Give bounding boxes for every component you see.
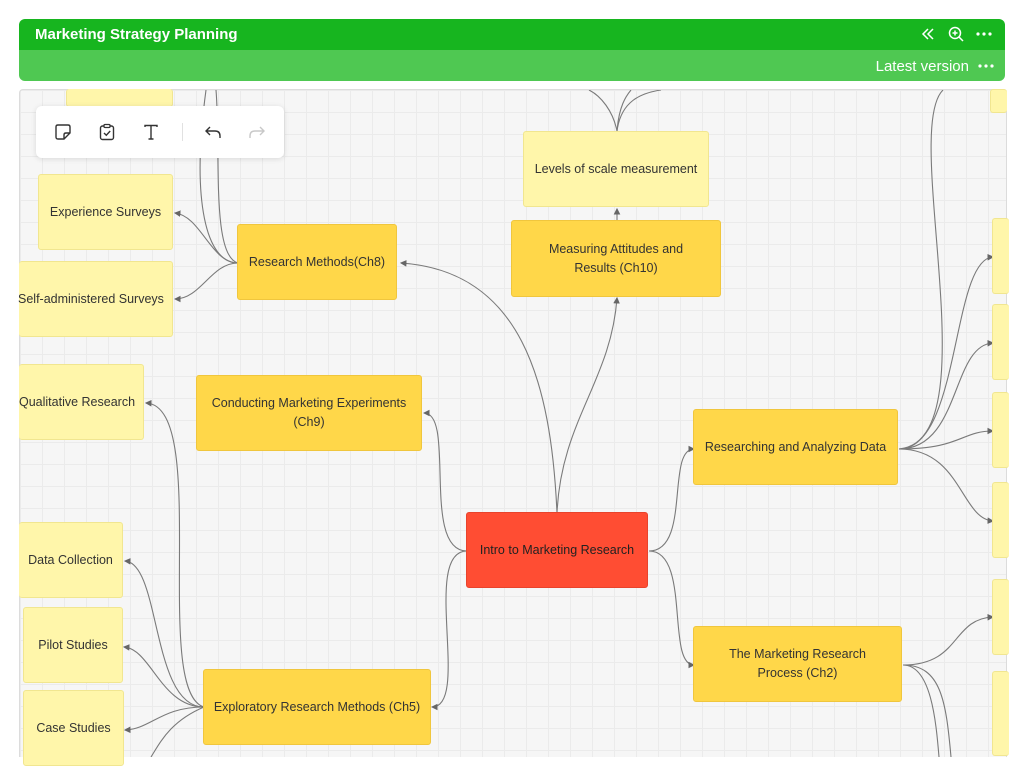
node-label-qualitative: Qualitative Research [19,394,136,409]
title-bar: Marketing Strategy Planning [19,19,1005,50]
version-more-icon[interactable] [977,56,995,76]
node-partial-right[interactable] [990,89,1007,113]
text-icon[interactable] [139,120,163,144]
collapse-icon[interactable] [919,24,937,44]
zoom-in-icon[interactable] [947,24,965,44]
undo-icon[interactable] [201,120,225,144]
node-partial-right[interactable] [992,671,1009,756]
sticky-note-icon[interactable] [51,120,75,144]
floating-toolbar [36,106,284,158]
node-root-intro[interactable]: Intro to Marketing Research [466,512,648,588]
node-label-self-administered: Self-administered Surveys [18,291,164,306]
node-partial-right[interactable] [992,579,1009,655]
toolbar-divider [182,123,183,141]
connector-lines [122,90,995,757]
version-label[interactable]: Latest version [875,58,969,75]
node-partial-right[interactable] [992,304,1009,380]
node-marketing-experiments[interactable]: Conducting Marketing Experiments (Ch9) [196,375,422,451]
node-case-studies[interactable]: Case Studies [23,690,124,766]
node-research-methods[interactable]: Research Methods(Ch8) [237,224,397,300]
more-icon[interactable] [975,24,993,44]
version-bar: Latest version [19,50,1005,81]
node-levels-of-scale[interactable]: Levels of scale measurement [523,131,709,207]
redo-icon[interactable] [245,120,269,144]
node-partial-right[interactable] [992,482,1009,558]
node-partial-right[interactable] [992,218,1009,294]
node-partial-top[interactable] [66,89,173,107]
node-experience-surveys[interactable]: Experience Surveys [38,174,173,250]
node-data-collection[interactable]: Data Collection [19,522,123,598]
node-pilot-studies[interactable]: Pilot Studies [23,607,123,683]
node-partial-right[interactable] [992,392,1009,468]
node-self-administered-surveys[interactable]: Self-administered Surveys [18,261,173,337]
node-qualitative-research[interactable]: Qualitative Research [19,364,144,440]
node-research-process[interactable]: The Marketing Research Process (Ch2) [693,626,902,702]
node-measuring-attitudes[interactable]: Measuring Attitudes and Results (Ch10) [511,220,721,297]
clipboard-check-icon[interactable] [95,120,119,144]
node-researching-data[interactable]: Researching and Analyzing Data [693,409,898,485]
node-exploratory-methods[interactable]: Exploratory Research Methods (Ch5) [203,669,431,745]
document-title: Marketing Strategy Planning [35,26,238,43]
